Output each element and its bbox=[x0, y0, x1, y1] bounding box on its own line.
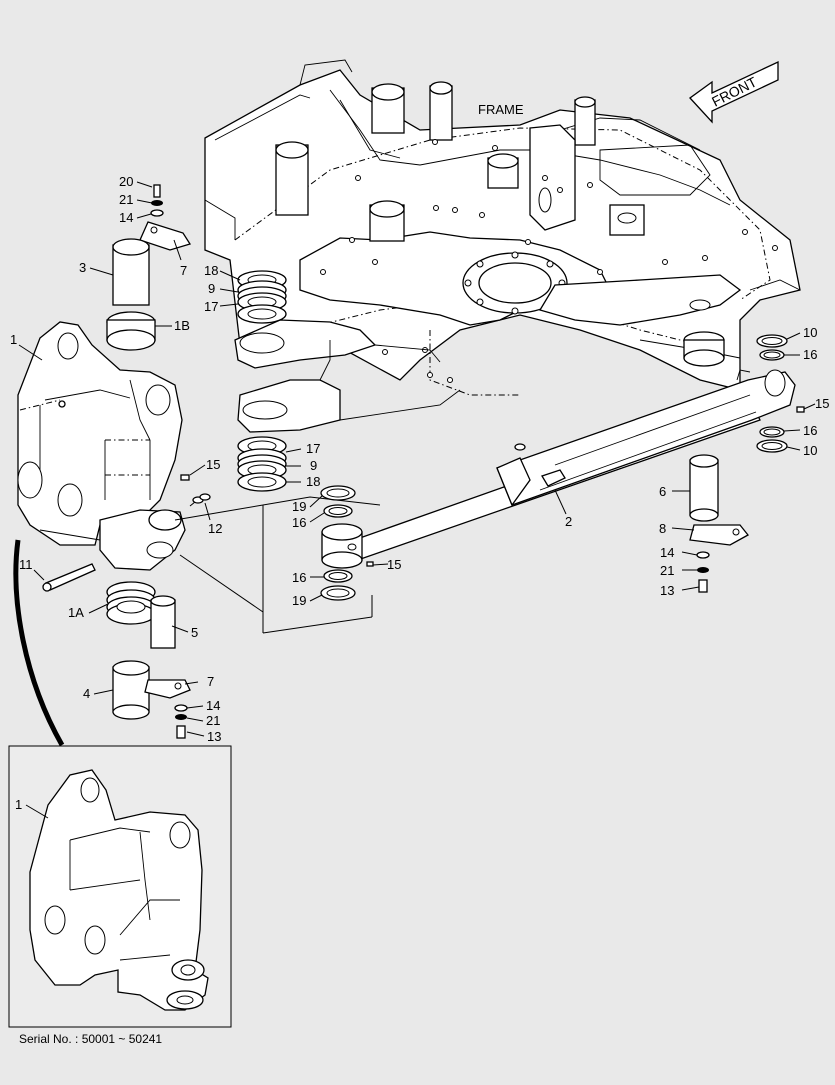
upper-shim-stack bbox=[237, 270, 287, 324]
inset-callout-1: 1 bbox=[15, 797, 22, 812]
rod-end-eye bbox=[321, 523, 374, 569]
front-arrow: FRONT bbox=[689, 60, 779, 124]
callout-1a: 1A bbox=[68, 605, 84, 620]
callout-1: 1 bbox=[10, 332, 17, 347]
assembly-leader-box bbox=[39, 496, 381, 634]
frame-label: FRAME bbox=[478, 102, 524, 117]
lower-shim-stack bbox=[237, 436, 287, 492]
callout-10: 10 bbox=[803, 443, 817, 458]
callout-14: 14 bbox=[660, 545, 674, 560]
callout-leaders bbox=[18, 181, 816, 737]
callout-8: 8 bbox=[659, 521, 666, 536]
callout-7: 7 bbox=[180, 263, 187, 278]
rod-end-seals bbox=[320, 485, 356, 601]
callout-1b: 1B bbox=[174, 318, 190, 333]
grease-nipple-15 bbox=[180, 474, 190, 481]
inset-swing-bracket bbox=[29, 769, 209, 1011]
callout-15: 15 bbox=[387, 557, 401, 572]
swing-cylinder-2 bbox=[338, 369, 796, 563]
swing-bracket-lower-arm bbox=[99, 509, 186, 571]
callout-21: 21 bbox=[119, 192, 133, 207]
callout-16: 16 bbox=[292, 570, 306, 585]
callout-20: 20 bbox=[119, 174, 133, 189]
callout-2: 2 bbox=[565, 514, 572, 529]
callout-18: 18 bbox=[204, 263, 218, 278]
frame-posts bbox=[275, 81, 645, 242]
callout-14: 14 bbox=[119, 210, 133, 225]
swing-arc bbox=[13, 539, 65, 747]
callout-6: 6 bbox=[659, 484, 666, 499]
callout-17: 17 bbox=[204, 299, 218, 314]
callout-15: 15 bbox=[206, 457, 220, 472]
serial-number-text: Serial No. : 50001 ~ 50241 bbox=[19, 1032, 162, 1046]
callout-3: 3 bbox=[79, 260, 86, 275]
callout-17: 17 bbox=[306, 441, 320, 456]
callout-13: 13 bbox=[660, 583, 674, 598]
callout-19: 19 bbox=[292, 593, 306, 608]
callout-13: 13 bbox=[207, 729, 221, 744]
callout-4: 4 bbox=[83, 686, 90, 701]
callout-11: 11 bbox=[19, 557, 33, 572]
frame-assembly bbox=[204, 59, 801, 433]
callout-19: 19 bbox=[292, 499, 306, 514]
callout-21: 21 bbox=[206, 713, 220, 728]
callout-9: 9 bbox=[310, 458, 317, 473]
callout-labels: 20 21 14 7 3 1B 1 18 9 17 17 9 18 15 12 … bbox=[10, 174, 829, 744]
callout-9: 9 bbox=[208, 281, 215, 296]
callout-14: 14 bbox=[206, 698, 220, 713]
inset-view: 1 bbox=[8, 745, 232, 1028]
callout-16: 16 bbox=[292, 515, 306, 530]
callout-18: 18 bbox=[306, 474, 320, 489]
callout-10: 10 bbox=[803, 325, 817, 340]
swing-bracket-1 bbox=[17, 321, 183, 546]
callout-15: 15 bbox=[815, 396, 829, 411]
callout-12: 12 bbox=[208, 521, 222, 536]
upper-pin-stack bbox=[106, 184, 192, 351]
lower-pin-stack bbox=[106, 581, 191, 739]
long-bolt-11 bbox=[42, 563, 96, 592]
callout-21: 21 bbox=[660, 563, 674, 578]
frame-bolts bbox=[320, 139, 778, 383]
callout-16: 16 bbox=[803, 347, 817, 362]
callout-16: 16 bbox=[803, 423, 817, 438]
right-pin-stack bbox=[683, 331, 805, 593]
callout-7: 7 bbox=[207, 674, 214, 689]
bolt-12 bbox=[189, 493, 211, 507]
callout-5: 5 bbox=[191, 625, 198, 640]
